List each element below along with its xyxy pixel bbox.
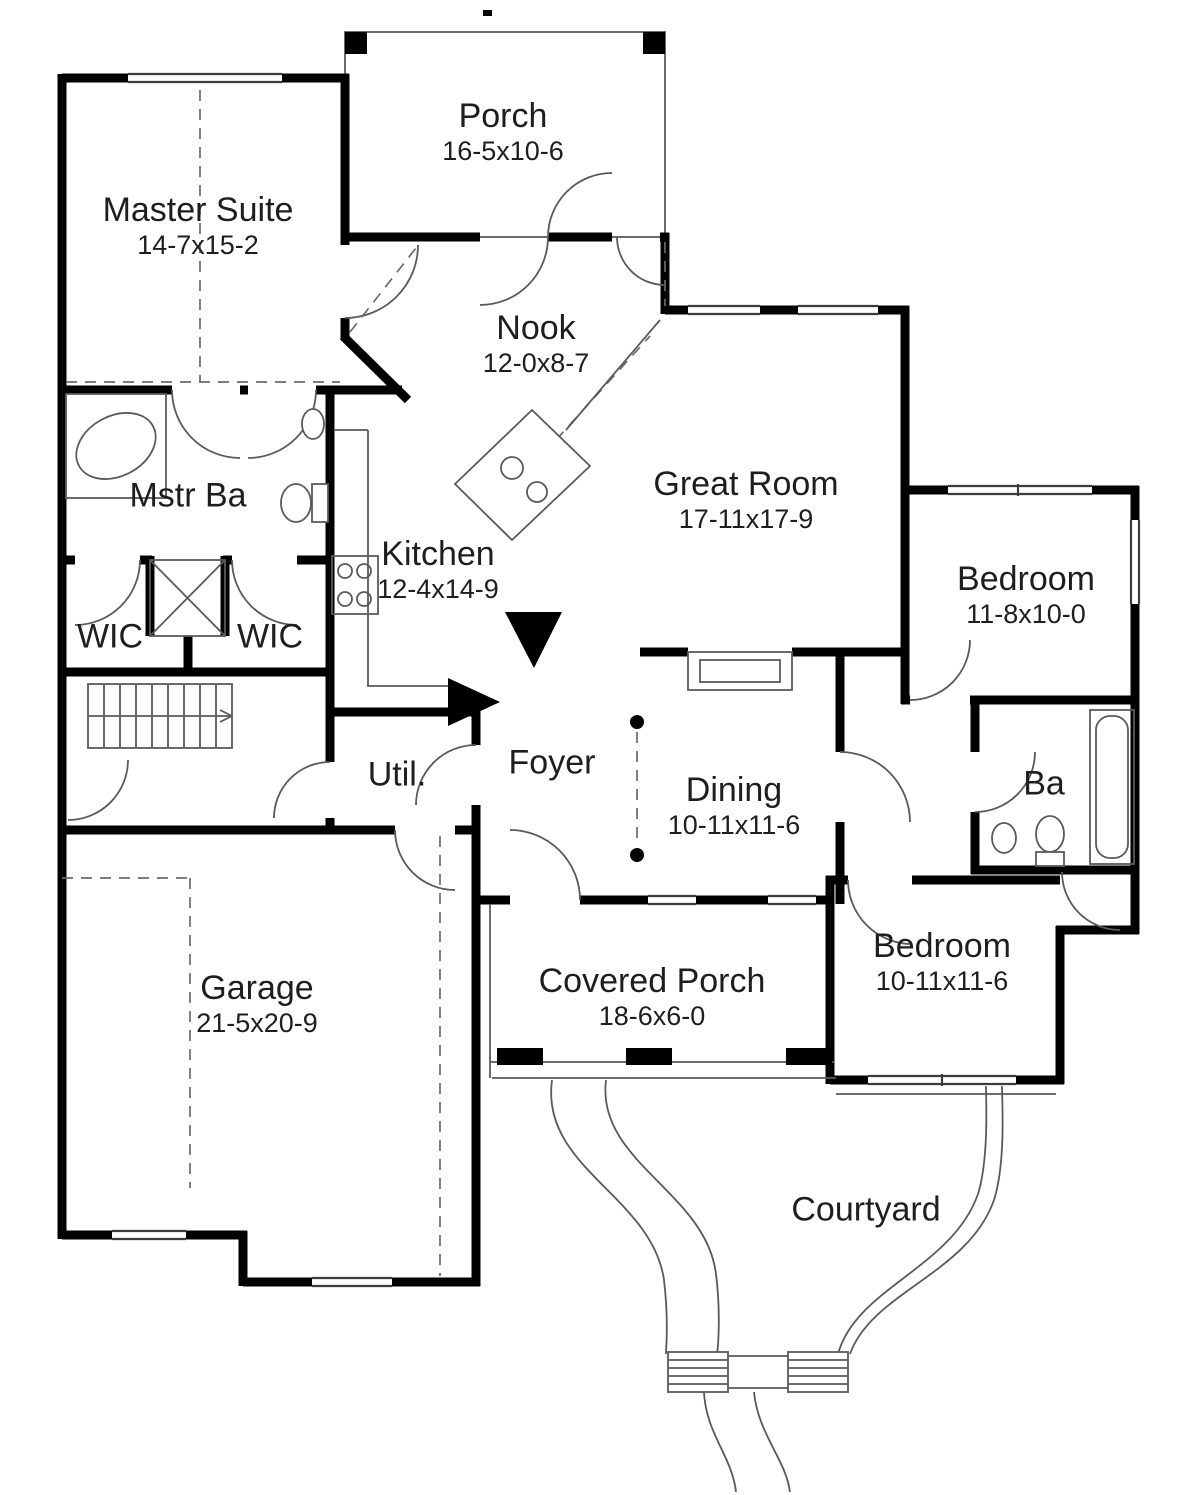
room-dims: 12-0x8-7 (482, 347, 590, 378)
range-icon (331, 555, 379, 615)
covered-porch-structure (489, 904, 1056, 1095)
counter-end-wall (505, 612, 562, 668)
top-tick-mark (483, 10, 492, 16)
room-label-bedroom-bottom: Bedroom 10-11x11-6 (873, 928, 1011, 996)
room-name: Nook (496, 309, 576, 348)
room-name: Great Room (653, 465, 839, 504)
room-name: Foyer (508, 743, 596, 782)
room-label-ba: Ba (1023, 764, 1065, 803)
room-name: Dining (685, 771, 783, 810)
dashed-lines (62, 90, 666, 1276)
toilet-icon (280, 483, 312, 523)
room-label-bedroom-right: Bedroom 11-8x10-0 (957, 561, 1095, 629)
room-dims: 10-11x11-6 (875, 965, 1009, 996)
room-dims: 12-4x14-9 (377, 573, 499, 604)
room-label-porch: Porch 16-5x10-6 (442, 98, 564, 166)
room-name: Mstr Ba (129, 476, 247, 515)
room-dims: 16-5x10-6 (442, 135, 564, 166)
room-dims: 10-11x11-6 (667, 809, 801, 840)
porch-post-icon (345, 32, 367, 54)
porch-post-icon (643, 32, 665, 54)
room-name: Master Suite (102, 191, 294, 230)
room-name: Bedroom (873, 927, 1011, 966)
room-name: Bedroom (957, 560, 1095, 599)
porch-post-icon (626, 1048, 672, 1065)
kitchen-fixtures (331, 408, 592, 726)
room-name: Covered Porch (538, 962, 766, 1001)
angled-wall (448, 678, 500, 726)
room-label-courtyard: Courtyard (791, 1190, 941, 1229)
hall-bath-fixtures (991, 709, 1135, 867)
corner-counter (453, 408, 592, 542)
sink-icon (991, 822, 1017, 854)
room-name: Ba (1023, 764, 1065, 803)
room-dims: 17-11x17-9 (678, 503, 814, 534)
room-label-covered-porch: Covered Porch 18-6x6-0 (539, 963, 766, 1031)
room-name: WIC (76, 617, 144, 656)
toilet-tank (311, 483, 329, 523)
courtyard-paths (550, 1079, 1004, 1493)
dining-columns (630, 715, 644, 862)
stairs (87, 683, 233, 749)
room-name: Porch (458, 97, 548, 136)
master-bath-fixtures (65, 393, 329, 637)
room-dims: 11-8x10-0 (966, 598, 1086, 629)
master-tub-icon (75, 412, 157, 480)
room-label-master-suite: Master Suite 14-7x15-2 (103, 192, 294, 260)
column-icon (630, 848, 644, 862)
door-arcs (67, 172, 1121, 945)
porch-post-icon (497, 1048, 543, 1065)
room-name: Courtyard (791, 1190, 941, 1229)
room-label-wic-right: WIC (236, 617, 304, 656)
room-name: Util. (367, 755, 427, 794)
room-dims: 14-7x15-2 (137, 229, 259, 260)
interior-walls (62, 332, 1139, 904)
windows (112, 72, 1141, 1288)
toilet-icon (1035, 815, 1065, 853)
room-label-garage: Garage 21-5x20-9 (196, 970, 318, 1038)
room-label-mstr-ba: Mstr Ba (129, 476, 247, 515)
room-name: WIC (236, 617, 304, 656)
column-icon (630, 715, 644, 729)
kitchen-sink-icon (500, 456, 524, 480)
room-label-foyer: Foyer (508, 743, 596, 782)
room-label-great-room: Great Room 17-11x17-9 (653, 466, 838, 534)
room-label-kitchen: Kitchen 12-4x14-9 (377, 536, 499, 604)
tub-platform (65, 393, 167, 499)
dining-niche (687, 651, 793, 691)
porch-post-icon (786, 1048, 832, 1065)
nook-angled-wall (565, 319, 661, 431)
shower-icon (149, 559, 226, 637)
room-label-nook: Nook 12-0x8-7 (483, 310, 590, 378)
room-label-util: Util. (367, 755, 427, 794)
room-label-wic-left: WIC (76, 617, 144, 656)
bathtub-icon (1089, 709, 1135, 865)
sink-icon (301, 408, 325, 440)
room-name: Kitchen (381, 535, 495, 574)
room-dims: 18-6x6-0 (598, 1000, 706, 1031)
room-dims: 21-5x20-9 (196, 1007, 318, 1038)
room-name: Garage (200, 969, 314, 1008)
exterior-walls (57, 73, 1140, 1287)
courtyard-gate (667, 1351, 849, 1393)
room-label-dining: Dining 10-11x11-6 (668, 772, 801, 840)
